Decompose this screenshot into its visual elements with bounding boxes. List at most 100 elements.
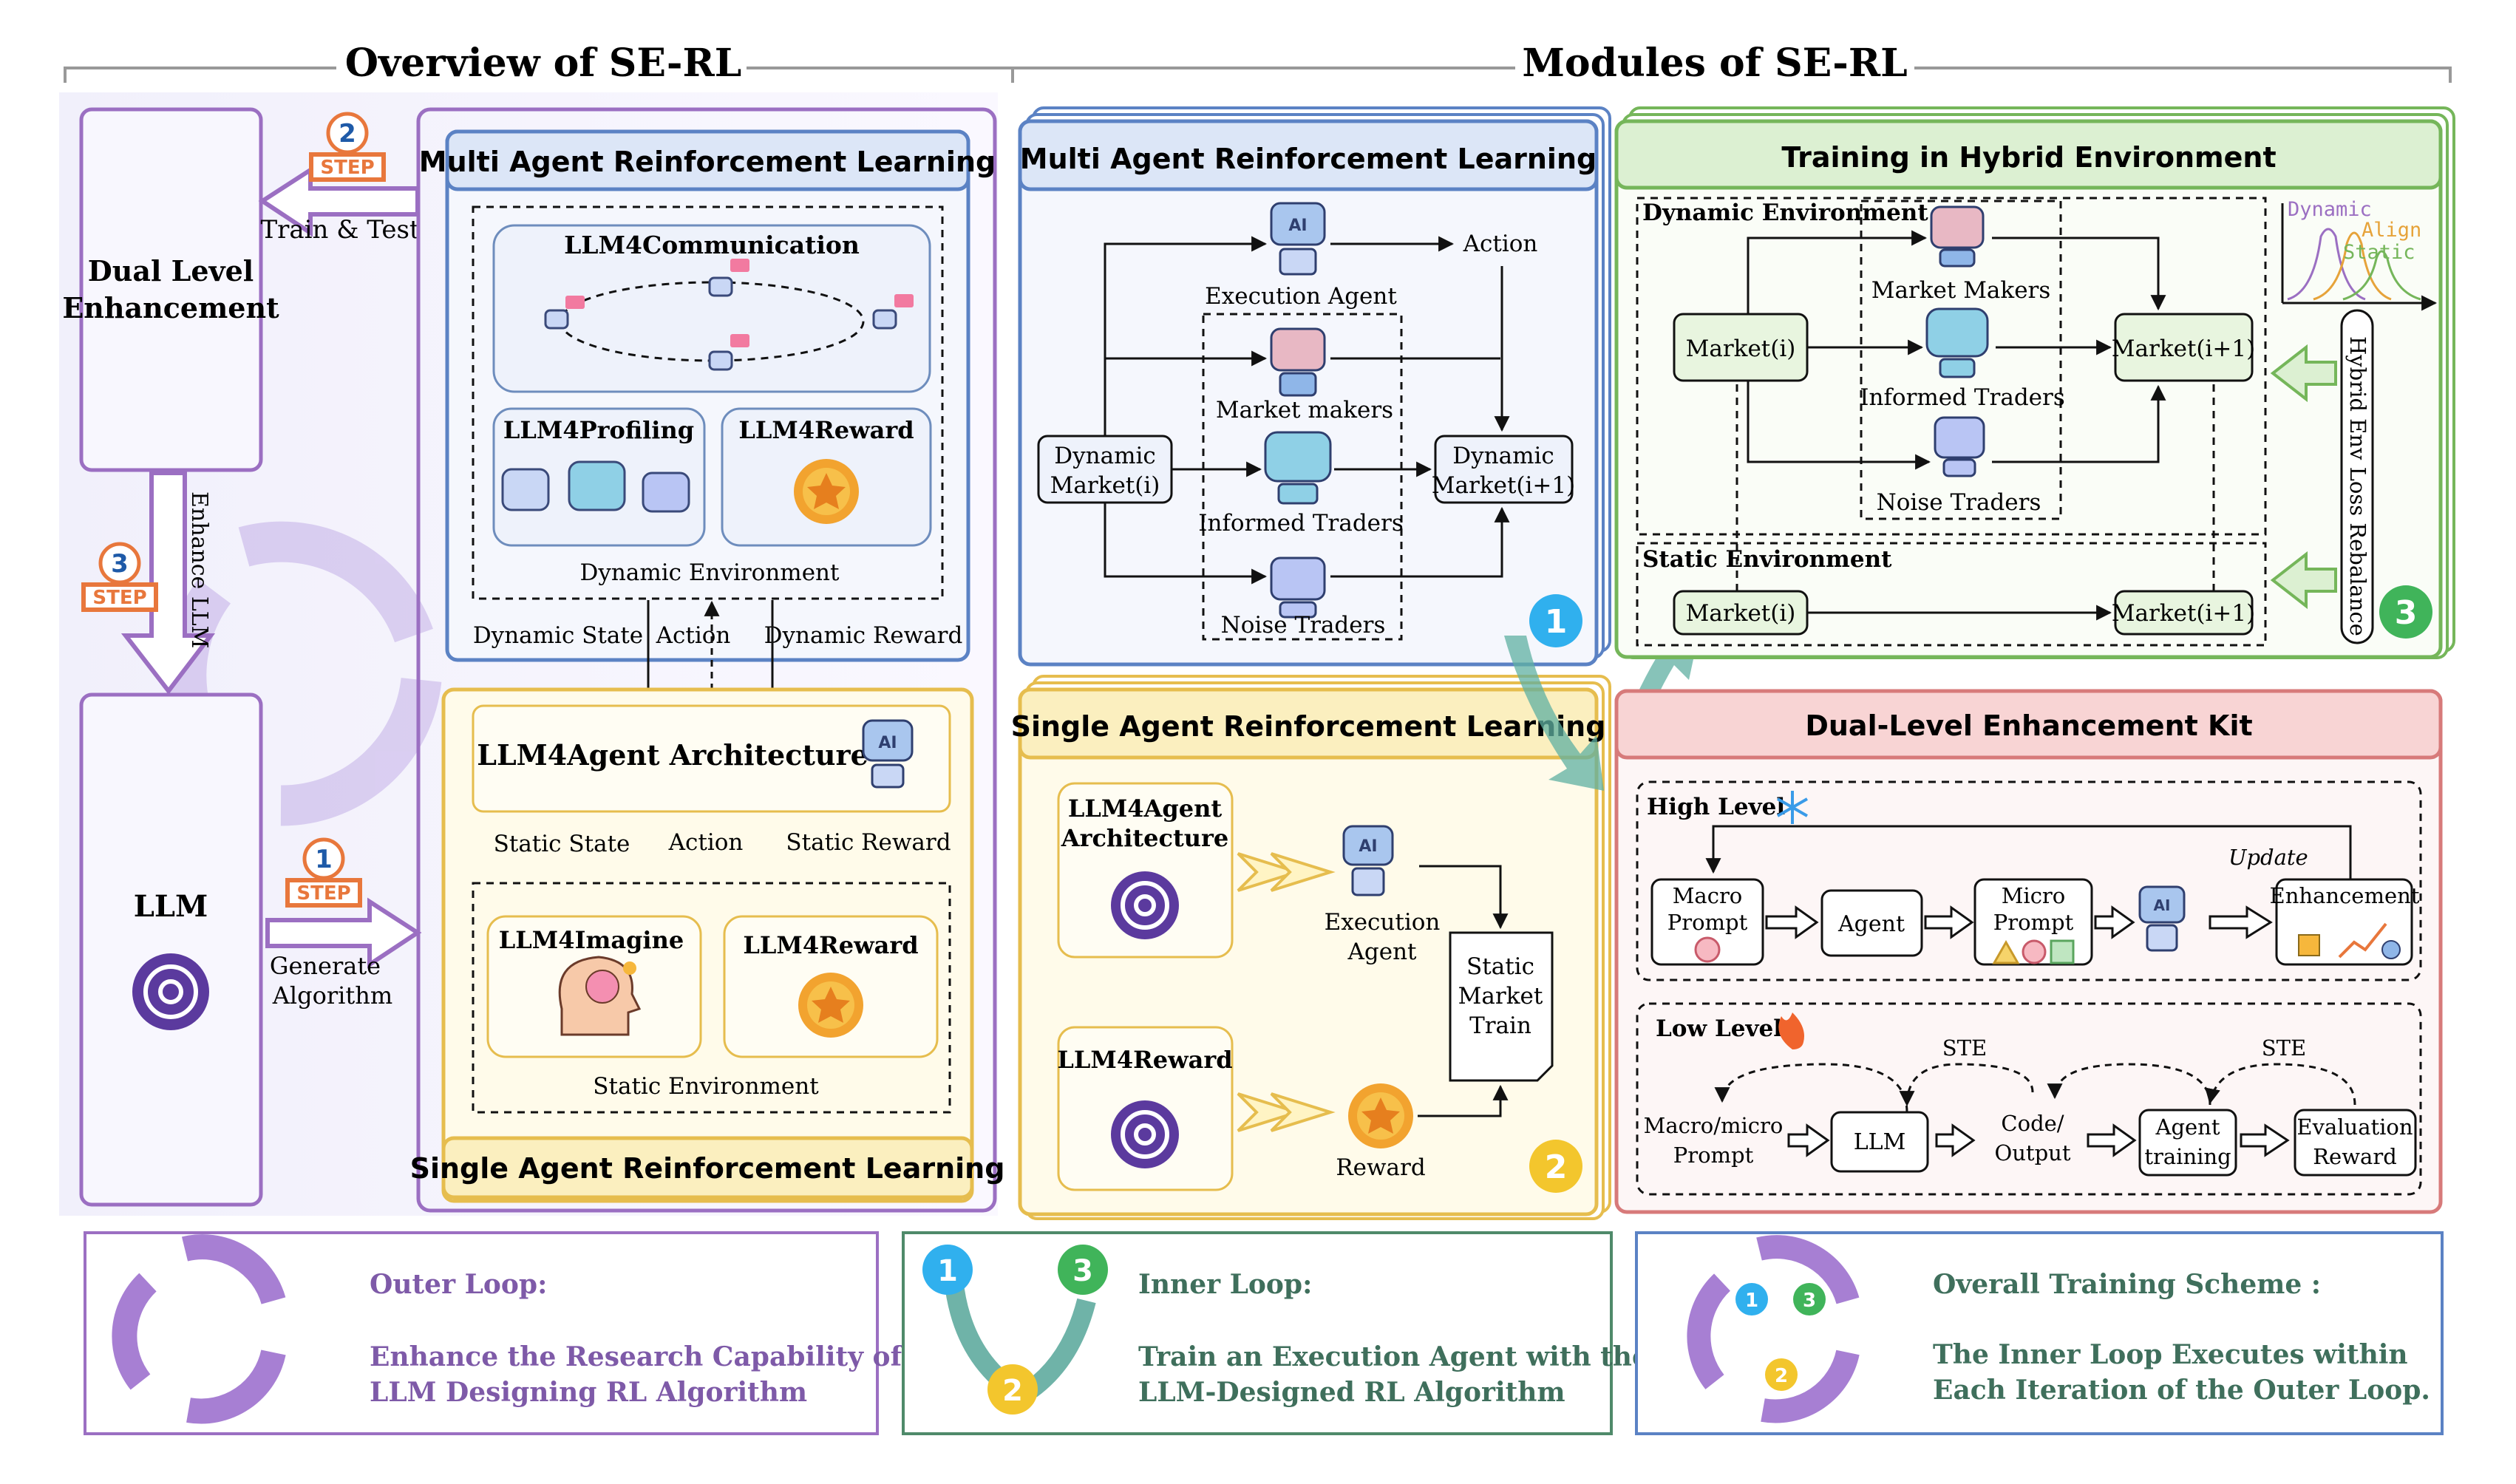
svg-text:Market(i+1): Market(i+1)	[2112, 336, 2255, 362]
dynamic-reward-label: Dynamic Reward	[764, 622, 963, 649]
llm4imagine-label: LLM4Imagine	[499, 926, 684, 954]
svg-text:AI: AI	[1359, 837, 1377, 856]
low-level-label: Low Level	[1656, 1015, 1782, 1042]
hollow-arrow-icon	[1787, 1123, 2290, 1157]
svg-text:STEP: STEP	[296, 882, 350, 905]
train-test-label: Train & Test	[260, 215, 419, 245]
market-makers-label: Market makers	[1216, 397, 1393, 423]
macro-prompt-node	[1650, 878, 1764, 966]
inner-loop-card: 1 3 2 Inner Loop: Train an Execution Age…	[902, 1231, 1649, 1435]
overview-sarl-action-label: Action	[668, 829, 744, 856]
sarl-reward-label: Reward	[1336, 1154, 1425, 1181]
overall-cycle-icon: 1 3 2	[1687, 1235, 1860, 1423]
dynamic-market-i1-node	[1434, 435, 1574, 504]
modules-marl-panel: Multi Agent Reinforcement Learning AI Ex…	[1018, 106, 1611, 667]
snowflake-icon	[1777, 791, 1808, 824]
overview-marl-reward-label: LLM4Reward	[738, 416, 914, 444]
outer-loop-card: Outer Loop: Enhance the Research Capabil…	[84, 1231, 904, 1435]
execution-agent-icon: AI	[1342, 825, 1394, 896]
hollow-arrow-icon	[1765, 905, 2273, 939]
llm4communication-label: LLM4Communication	[564, 231, 860, 259]
svg-text:Dynamic: Dynamic	[2288, 198, 2372, 221]
market-makers-icon	[1930, 205, 1985, 268]
static-market-train-node	[1449, 931, 1554, 1082]
imagine-head-icon	[558, 956, 642, 1036]
static-market-i1-node	[2114, 590, 2254, 636]
enhance-llm-label: Enhance LLM	[186, 491, 212, 648]
svg-text:3: 3	[111, 549, 129, 579]
kit-title: Dual-Level Enhancement Kit	[1805, 709, 2252, 742]
svg-text:1: 1	[937, 1254, 958, 1288]
svg-text:Noise Traders: Noise Traders	[1877, 489, 2041, 516]
static-reward-label: Static Reward	[786, 829, 951, 856]
dynamic-environment-frame	[472, 205, 944, 600]
badge-2-icon: 2	[1529, 1140, 1582, 1193]
svg-text:Market(i): Market(i)	[1686, 336, 1796, 362]
agent-node	[1820, 889, 1923, 957]
svg-text:2: 2	[339, 119, 356, 149]
low-level-frame	[1636, 1002, 2422, 1196]
svg-text:Static: Static	[2343, 241, 2415, 264]
outer-loop-title: Outer Loop:	[370, 1269, 547, 1300]
dynamic-state-label: Dynamic State	[473, 622, 643, 649]
overview-title: Overview of SE-RL	[345, 41, 742, 86]
overview-sarl-reward-label: LLM4Reward	[743, 931, 918, 959]
llm-node: LLM	[79, 692, 263, 1207]
low-llm-node	[1830, 1111, 1929, 1173]
high-level-label: High Level	[1647, 794, 1785, 820]
modules-marl-arrows	[1104, 236, 1510, 585]
overview-marl-panel: Multi Agent Reinforcement Learning LLM4C…	[419, 129, 996, 662]
svg-text:AI: AI	[2154, 896, 2171, 914]
static-environment-frame	[1636, 542, 2267, 647]
svg-text:Market Makers: Market Makers	[1871, 277, 2051, 304]
svg-text:Train an Execution Agent with: Train an Execution Agent with theLLM-Des…	[1138, 1341, 1649, 1408]
static-environment-frame	[472, 882, 951, 1114]
sarl-reward-box-label: LLM4Reward	[1057, 1046, 1232, 1074]
svg-text:Market(i+1): Market(i+1)	[2112, 600, 2255, 627]
overall-scheme-card: 1 3 2 Overall Training Scheme : The Inne…	[1635, 1231, 2444, 1435]
svg-text:AI: AI	[1288, 217, 1307, 235]
modules-sarl-title: Single Agent Reinforcement Learning	[1011, 710, 1606, 743]
execution-agent-label: Execution Agent	[1205, 283, 1397, 310]
ste-loops	[1714, 1063, 2356, 1113]
execution-agent-icon: AI	[1270, 202, 1326, 276]
reward-coin-icon	[798, 973, 863, 1038]
svg-text:Align: Align	[2362, 219, 2421, 242]
svg-text:1: 1	[1545, 603, 1568, 641]
svg-text:2: 2	[1775, 1365, 1788, 1387]
svg-text:LLM: LLM	[1854, 1129, 1906, 1155]
market-makers-icon	[1270, 327, 1326, 397]
step1-badge: 1 STEP	[285, 837, 362, 908]
shapes-icon	[1992, 939, 2075, 964]
kit-panel: Dual-Level Enhancement Kit High Level Up…	[1614, 689, 2443, 1214]
svg-text:STEP: STEP	[320, 157, 374, 179]
svg-text:AI: AI	[878, 734, 897, 752]
distribution-legend-icon: Dynamic Align Static	[2281, 198, 2435, 303]
green-arrow-icon	[2270, 344, 2337, 610]
hybrid-panel: Training in Hybrid Environment Dynamic E…	[1614, 106, 2455, 659]
loss-rebalance-node	[2340, 309, 2374, 644]
step3-badge: 3 STEP	[81, 542, 158, 612]
step2-badge: 2 STEP	[309, 112, 386, 182]
fire-icon	[1778, 1012, 1804, 1049]
informed-traders-label: Informed Traders	[1198, 510, 1404, 537]
informed-traders-icon	[1264, 431, 1332, 505]
high-level-frame	[1636, 780, 2422, 981]
traders-dashed-frame	[1860, 200, 2062, 520]
modules-sarl-arrows	[1418, 865, 1509, 1117]
modules-marl-action-label: Action	[1463, 231, 1538, 257]
openai-logo-icon	[132, 953, 209, 1030]
svg-text:1: 1	[1745, 1290, 1758, 1312]
hybrid-static-env-label: Static Environment	[1642, 546, 1892, 573]
dynamic-environment-label: Dynamic Environment	[580, 559, 840, 586]
enhance-llm-arrow: Enhance LLM	[120, 471, 216, 695]
chevron-arrow-icon	[1237, 852, 1336, 1132]
